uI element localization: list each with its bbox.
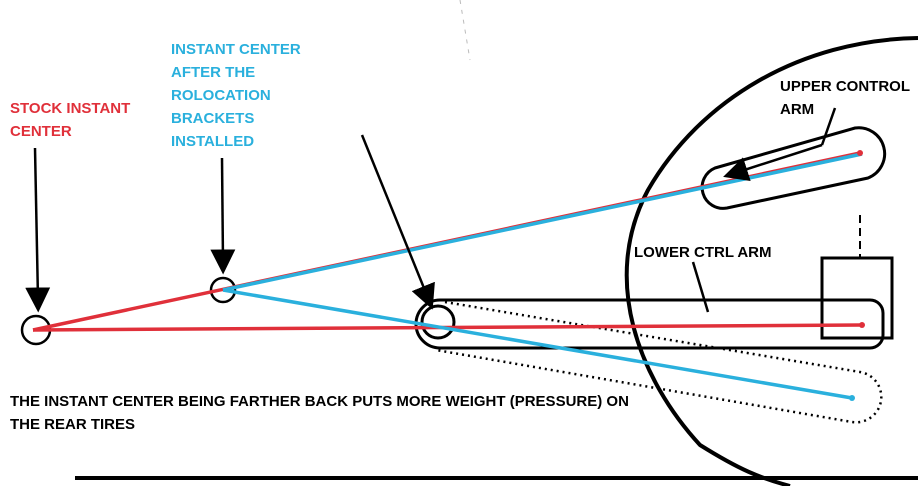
diagram-caption: THE INSTANT CENTER BEING FARTHER BACK PU… (10, 393, 629, 433)
upper-control-arm (700, 126, 887, 210)
pointer-upper-arm-label (820, 107, 837, 146)
guide-dashes (459, 0, 471, 61)
relocated-arm-endpoint (849, 395, 855, 401)
instant-center-after-label: INSTANT CENTER AFTER THE ROLOCATION BRAC… (171, 41, 301, 150)
arrow-to-lower-pivot (360, 134, 435, 310)
axle-housing (820, 256, 894, 340)
upper-arm-endpoint (857, 150, 863, 156)
lower-ctrl-arm-label: LOWER CTRL ARM (634, 244, 772, 261)
lower-control-arm (414, 298, 885, 350)
arrow-to-upper-arm (723, 143, 823, 182)
arrow-to-after-center (210, 157, 236, 275)
lower-arm-endpoint (859, 322, 865, 328)
lower-control-arm-relocated (435, 300, 883, 424)
arrow-to-stock-center (25, 147, 51, 313)
pointer-lower-arm-label (691, 261, 710, 313)
lower-arm-frame-pivot (420, 304, 456, 340)
tire-outline (624, 36, 918, 488)
after-lower-line (222, 288, 853, 400)
upper-control-arm-label: UPPER CONTROL ARM (780, 78, 911, 118)
stock-instant-center-label: STOCK INSTANT CENTER (10, 100, 131, 140)
after-upper-line (222, 152, 863, 292)
